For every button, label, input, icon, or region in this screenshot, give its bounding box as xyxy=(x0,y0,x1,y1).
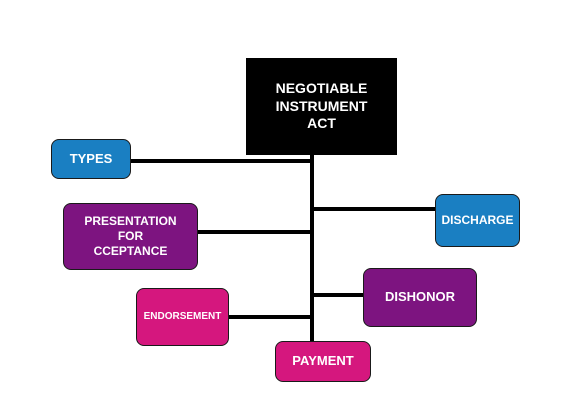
node-types-label: TYPES xyxy=(69,150,113,166)
node-types: TYPES xyxy=(51,139,131,179)
node-presentation-label: PRESENTATION FOR CCEPTANCE xyxy=(84,214,177,258)
node-dishonor: DISHONOR xyxy=(363,268,477,327)
node-endorsement-label: ENDORSEMENT xyxy=(143,310,222,322)
node-endorsement: ENDORSEMENT xyxy=(136,288,229,346)
node-discharge: DISCHARGE xyxy=(435,194,520,247)
node-payment: PAYMENT xyxy=(275,341,371,382)
root-node: NEGOTIABLE INSTRUMENT ACT xyxy=(246,58,397,155)
root-node-label: NEGOTIABLE INSTRUMENT ACT xyxy=(275,80,368,132)
node-payment-label: PAYMENT xyxy=(292,353,354,369)
node-presentation: PRESENTATION FOR CCEPTANCE xyxy=(63,203,198,270)
node-dishonor-label: DISHONOR xyxy=(384,289,456,305)
node-discharge-label: DISCHARGE xyxy=(441,213,514,227)
